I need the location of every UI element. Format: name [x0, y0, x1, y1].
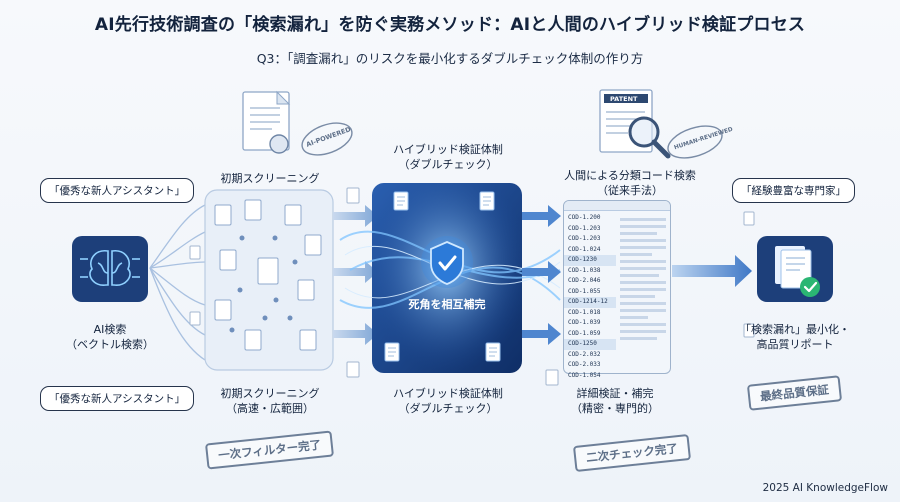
- assistant-bubble-top: 「優秀な新人アシスタント」: [40, 178, 195, 203]
- expert-bubble: 「経験豊富な専門家」: [732, 178, 855, 203]
- ai-fan-lines: [149, 204, 206, 361]
- code-item: COD-1.038: [568, 266, 601, 274]
- footer-credit: 2025 AI KnowledgeFlow: [762, 482, 888, 494]
- patent-document-icon: [599, 89, 671, 159]
- code-item: COD-1.055: [568, 287, 601, 295]
- code-item: COD-1.203: [568, 224, 601, 232]
- code-item: COD-1.054: [568, 371, 601, 379]
- ai-brain-tile: [72, 236, 148, 302]
- ai-powered-document-icon: [242, 90, 291, 154]
- code-item: COD-2.046: [568, 277, 601, 284]
- code-item: COD-2.033: [568, 361, 601, 368]
- human-search-label: 人間による分類コード検索 （従来手法）: [564, 169, 696, 197]
- code-item: COD-2.032: [568, 350, 601, 358]
- screening-bottom-label: 初期スクリーニング （高速・広範囲）: [220, 387, 320, 415]
- ai-search-label: AI検索 （ベクトル検索）: [66, 323, 154, 351]
- code-item: COD-1250: [564, 339, 616, 350]
- assistant-bubble-bottom: 「優秀な新人アシスタント」: [40, 386, 195, 411]
- page-title: AI先行技術調査の「検索漏れ」を防ぐ実務メソッド：AIと人間のハイブリッド検証プ…: [94, 15, 806, 35]
- detail-verify-label: 詳細検証・補完 （精密・専門的）: [571, 387, 659, 415]
- code-item: COD-1.018: [568, 308, 601, 316]
- code-item: COD-1.024: [568, 245, 601, 253]
- code-item: COD-1.039: [568, 319, 601, 326]
- brain-icon: [80, 250, 140, 286]
- code-item: COD-1.203: [568, 235, 601, 242]
- code-item: COD-1214-12: [564, 297, 616, 308]
- screening-to-core-arrows: [333, 205, 378, 345]
- hybrid-bottom-label: ハイブリッド検証体制 （ダブルチェック）: [393, 387, 503, 415]
- patent-label: PATENT: [610, 95, 638, 103]
- code-item: COD-1.059: [568, 329, 601, 337]
- result-arrow: [672, 255, 752, 287]
- code-item: COD-1.200: [568, 214, 601, 221]
- report-icon: [775, 246, 820, 297]
- human-reviewed-badge: [667, 125, 723, 159]
- hybrid-top-label: ハイブリッド検証体制 （ダブルチェック）: [393, 143, 503, 171]
- ai-powered-badge: [301, 122, 353, 156]
- page-subtitle: Q3：「調査漏れ」のリスクを最小化するダブルチェック体制の作り方: [256, 51, 644, 66]
- code-text-lines: [616, 211, 670, 381]
- side-doc-icons: [189, 187, 755, 386]
- core-to-codes-arrows: [522, 205, 561, 345]
- screening-dots: [229, 235, 298, 333]
- screening-top-label: 初期スクリーニング: [220, 172, 320, 185]
- shield-check-icon: [421, 236, 473, 288]
- result-label: 「検索漏れ」最小化・ 高品質リポート: [740, 323, 850, 351]
- core-label: 死角を相互補完: [408, 298, 486, 311]
- code-item: COD-1230: [564, 255, 616, 266]
- screening-doc-icons: [214, 199, 322, 351]
